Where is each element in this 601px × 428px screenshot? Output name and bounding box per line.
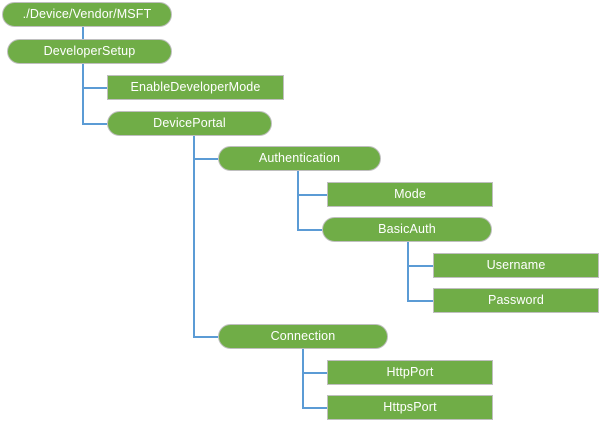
connector-developersetup-trunk bbox=[82, 64, 84, 124]
tree-node-label: Connection bbox=[270, 328, 336, 343]
tree-node-label: ./Device/Vendor/MSFT bbox=[22, 6, 152, 21]
tree-node-root[interactable]: ./Device/Vendor/MSFT bbox=[2, 2, 172, 27]
connector-deviceportal-trunk bbox=[193, 136, 195, 337]
tree-node-label: EnableDeveloperMode bbox=[130, 79, 261, 94]
connector-deviceportal-to-connection bbox=[193, 336, 218, 338]
tree-node-username[interactable]: Username bbox=[433, 253, 599, 278]
tree-node-httpport[interactable]: HttpPort bbox=[327, 360, 493, 385]
connector-authentication-to-mode bbox=[297, 194, 327, 196]
tree-node-label: Password bbox=[487, 292, 545, 307]
tree-node-password[interactable]: Password bbox=[433, 288, 599, 313]
connector-connection-to-httpsport bbox=[302, 407, 327, 409]
tree-node-label: HttpPort bbox=[386, 364, 434, 379]
tree-node-httpsport[interactable]: HttpsPort bbox=[327, 395, 493, 420]
tree-node-label: DevicePortal bbox=[153, 115, 226, 130]
connector-connection-to-httpport bbox=[302, 372, 327, 374]
tree-node-label: Authentication bbox=[258, 150, 341, 165]
tree-node-developersetup[interactable]: DeveloperSetup bbox=[7, 39, 172, 64]
connector-authentication-trunk bbox=[297, 171, 299, 230]
tree-node-label: HttpsPort bbox=[383, 399, 437, 414]
connector-authentication-to-basicauth bbox=[297, 229, 322, 231]
tree-node-authentication[interactable]: Authentication bbox=[218, 146, 381, 171]
connector-root-to-developersetup bbox=[82, 27, 84, 39]
tree-node-enabledevelopermode[interactable]: EnableDeveloperMode bbox=[107, 75, 284, 100]
tree-node-connection[interactable]: Connection bbox=[218, 324, 388, 349]
tree-node-basicauth[interactable]: BasicAuth bbox=[322, 217, 492, 242]
connector-basicauth-to-username bbox=[407, 265, 433, 267]
tree-node-label: Username bbox=[486, 257, 546, 272]
tree-node-label: BasicAuth bbox=[378, 221, 436, 236]
connector-basicauth-to-password bbox=[407, 300, 433, 302]
tree-node-deviceportal[interactable]: DevicePortal bbox=[107, 111, 272, 136]
tree-node-mode[interactable]: Mode bbox=[327, 182, 493, 207]
tree-node-label: Mode bbox=[394, 186, 426, 201]
connector-deviceportal-to-authentication bbox=[193, 158, 218, 160]
connector-developersetup-to-deviceportal bbox=[82, 123, 107, 125]
connector-connection-trunk bbox=[302, 349, 304, 408]
connector-developersetup-to-enabledevelopermode bbox=[82, 87, 107, 89]
connector-basicauth-trunk bbox=[407, 242, 409, 301]
tree-node-label: DeveloperSetup bbox=[43, 43, 136, 58]
